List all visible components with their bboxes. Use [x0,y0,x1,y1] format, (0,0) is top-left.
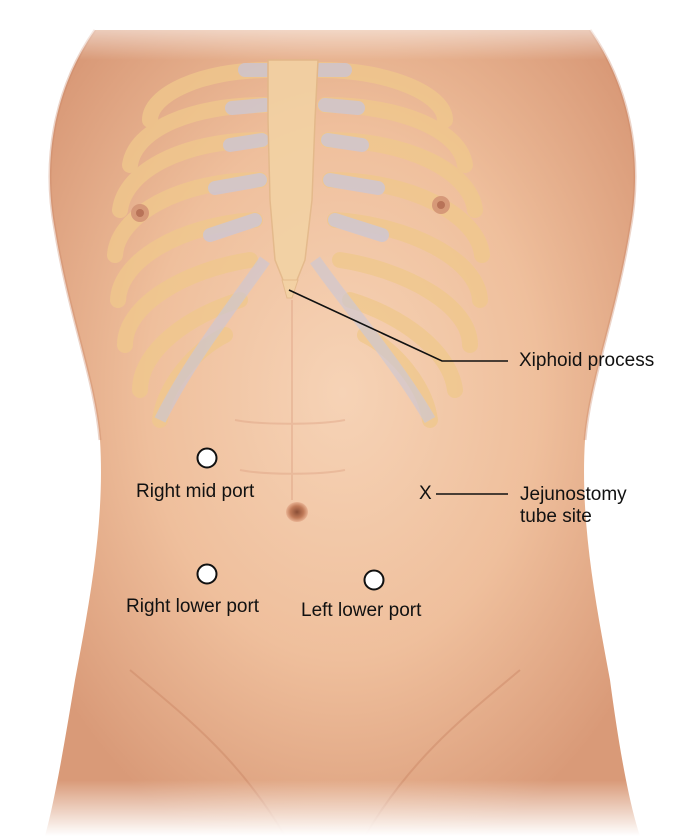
rib-cage [107,59,490,428]
jejunostomy-label-line2: tube site [520,506,592,527]
left-lower-port-label: Left lower port [301,600,422,621]
jejunostomy-x-marker: X [419,483,432,504]
left-lower-port-marker [363,569,385,591]
right-lower-port-label: Right lower port [126,596,260,617]
jejunostomy-tube-site-label: Jejunostomy tube site [520,484,627,528]
right-mid-port-label: Right mid port [136,481,255,502]
xiphoid-leader-line [288,289,508,362]
right-mid-port-marker [196,447,218,469]
navel [286,502,308,522]
right-lower-port-marker [196,563,218,585]
xiphoid-process-label: Xiphoid process [519,350,655,371]
jejunostomy-label-line1: Jejunostomy [520,484,627,505]
